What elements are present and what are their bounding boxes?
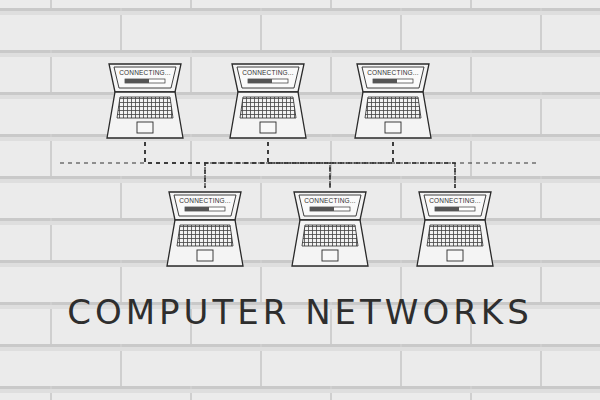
diagram-title: COMPUTER NETWORKS bbox=[0, 292, 600, 332]
laptop-node: CONNECTING... bbox=[226, 62, 310, 140]
screen-status: CONNECTING... bbox=[163, 197, 247, 204]
screen-status: CONNECTING... bbox=[103, 69, 187, 76]
laptop-node: CONNECTING... bbox=[413, 190, 497, 268]
network-link bbox=[330, 142, 393, 188]
network-link bbox=[205, 142, 268, 188]
laptop-node: CONNECTING... bbox=[163, 190, 247, 268]
screen-status: CONNECTING... bbox=[351, 69, 435, 76]
screen-status: CONNECTING... bbox=[288, 197, 372, 204]
laptop-node: CONNECTING... bbox=[351, 62, 435, 140]
network-link bbox=[145, 142, 455, 188]
network-link bbox=[205, 142, 393, 188]
laptop-node: CONNECTING... bbox=[103, 62, 187, 140]
network-link bbox=[268, 142, 330, 188]
screen-status: CONNECTING... bbox=[413, 197, 497, 204]
screen-status: CONNECTING... bbox=[226, 69, 310, 76]
network-link bbox=[268, 142, 455, 188]
laptop-node: CONNECTING... bbox=[288, 190, 372, 268]
network-link bbox=[145, 142, 330, 188]
network-link bbox=[393, 142, 455, 188]
network-link bbox=[145, 142, 205, 188]
